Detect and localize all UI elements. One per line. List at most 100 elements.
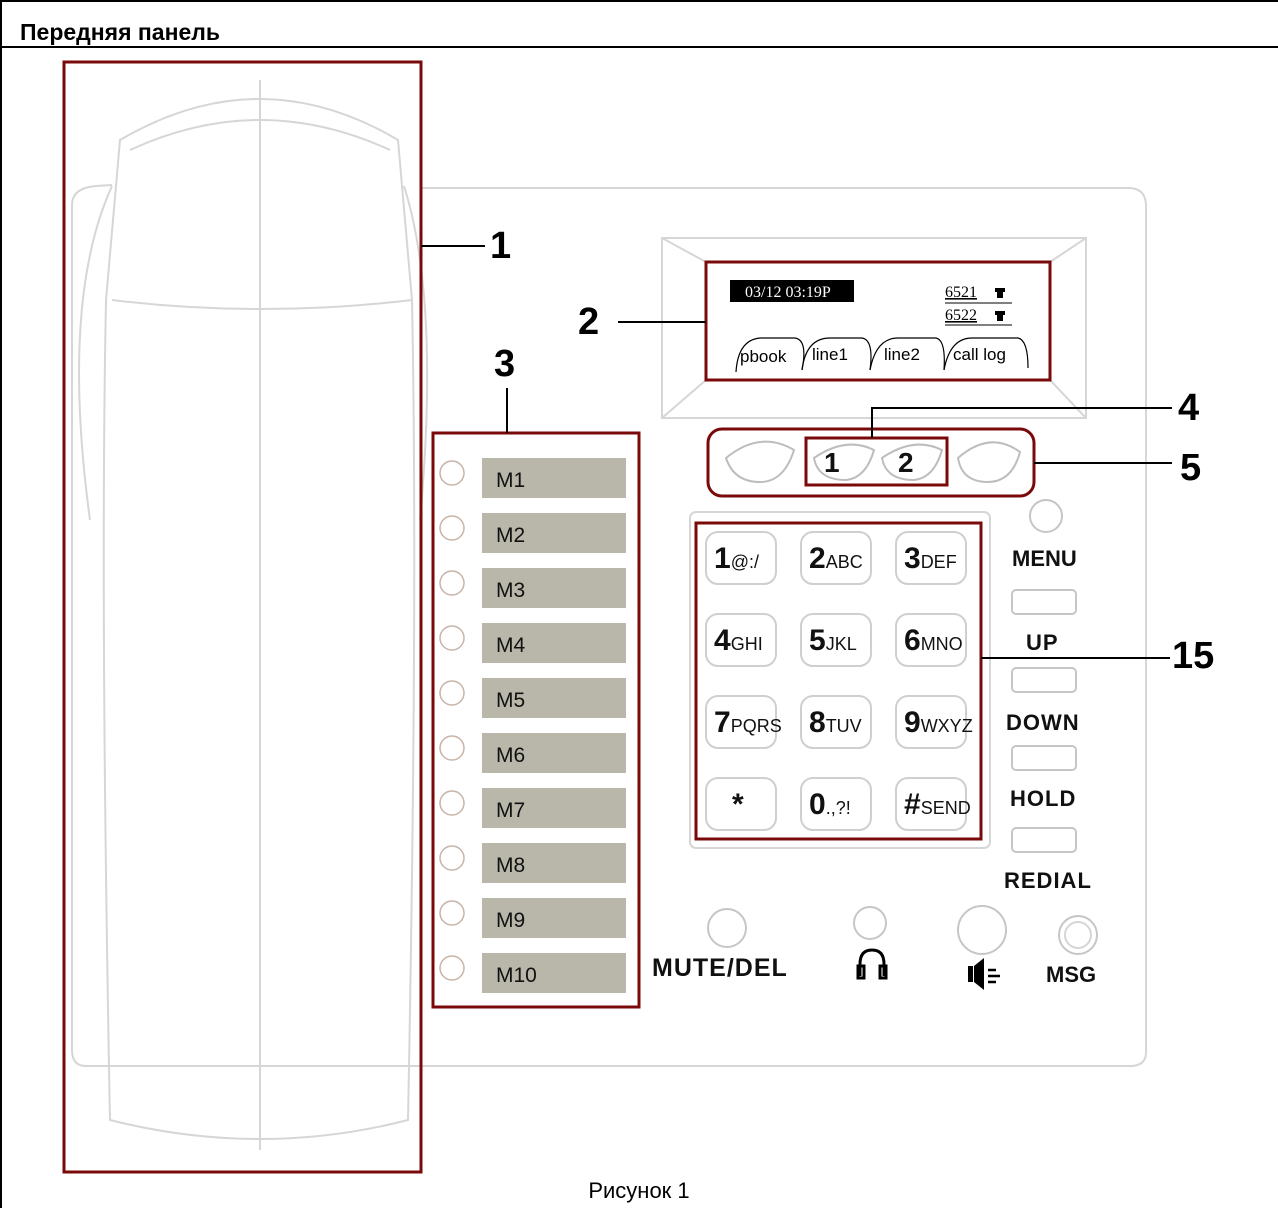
tab-line2[interactable]: line2 [884, 345, 920, 364]
keypad-key[interactable] [705, 531, 777, 585]
display-bezel [661, 237, 1087, 419]
redial-button[interactable] [1011, 827, 1077, 853]
memory-key-led [439, 735, 465, 761]
highlight-keypad [694, 521, 983, 841]
keypad-key-label: 2ABC [809, 542, 863, 575]
memory-key[interactable] [480, 621, 628, 665]
keypad-key-label: 9WXYZ [904, 706, 973, 739]
keypad-key[interactable] [800, 531, 872, 585]
callout-2: 2 [578, 301, 599, 343]
memory-key[interactable] [480, 786, 628, 830]
callout-1: 1 [490, 225, 511, 267]
keypad-key-label: 7PQRS [714, 706, 782, 739]
header-bar: Передняя панель [2, 2, 1278, 48]
line-key-1-label: 1 [824, 447, 840, 478]
memory-key-label: M5 [496, 689, 525, 712]
lcd-datetime: 03/12 03:19P [745, 284, 831, 301]
page-title: Передняя панель [20, 19, 221, 45]
msg-label: MSG [1046, 962, 1096, 987]
memory-key[interactable] [480, 511, 628, 555]
menu-label: MENU [1012, 546, 1077, 571]
memory-key-led [439, 515, 465, 541]
phone-icon [995, 288, 1005, 321]
memory-key-label: M9 [496, 909, 525, 932]
keypad-key[interactable] [705, 777, 777, 831]
tab-line1[interactable]: line1 [812, 345, 848, 364]
memory-key-label: M2 [496, 524, 525, 547]
keypad-key-label: 0.,?! [809, 788, 851, 821]
keypad-key-label: 4GHI [714, 624, 763, 657]
hold-button[interactable] [1011, 745, 1077, 771]
phone-diagram: 1 2 3 4 5 15 03/12 03:19P 6521 6522 pboo… [62, 60, 1214, 1174]
keypad-key-label: 1@:/ [714, 542, 759, 575]
speaker-button[interactable] [957, 905, 1007, 955]
leader-4 [871, 407, 1172, 438]
down-button[interactable] [1011, 667, 1077, 693]
memory-key[interactable] [480, 676, 628, 720]
soft-key-right[interactable] [956, 441, 1022, 484]
memory-key-led [439, 900, 465, 926]
memory-key-label: M1 [496, 469, 525, 492]
headset-button[interactable] [853, 906, 887, 940]
keypad-key[interactable] [800, 695, 872, 749]
memory-key-led [439, 955, 465, 981]
memory-key[interactable] [480, 731, 628, 775]
lcd-line-2: 6522 [945, 307, 977, 324]
menu-button[interactable] [1029, 499, 1063, 533]
up-label: UP [1026, 630, 1059, 655]
keypad-key[interactable] [705, 695, 777, 749]
line-key-1[interactable] [812, 443, 876, 482]
memory-key-led [439, 845, 465, 871]
mute-del-label: MUTE/DEL [652, 954, 788, 982]
lcd-datetime-bg [730, 280, 854, 302]
highlight-handset [62, 60, 423, 1174]
tab-pbook[interactable]: pbook [740, 347, 787, 366]
memory-key[interactable] [480, 566, 628, 610]
keypad-key[interactable] [705, 613, 777, 667]
speaker-icon [968, 958, 1000, 990]
hold-label: HOLD [1010, 786, 1076, 811]
tab-call-log[interactable]: call log [953, 345, 1006, 364]
keypad-key-label: * [732, 788, 744, 821]
callout-15: 15 [1172, 635, 1214, 677]
headset-icon [856, 948, 888, 980]
memory-key[interactable] [480, 841, 628, 885]
line-key-2-label: 2 [898, 447, 914, 478]
memory-key[interactable] [480, 951, 628, 995]
keypad-key[interactable] [895, 777, 967, 831]
line-key-2[interactable] [880, 443, 944, 482]
up-button[interactable] [1011, 589, 1077, 615]
memory-key-label: M7 [496, 799, 525, 822]
memory-key-led [439, 460, 465, 486]
keypad-key[interactable] [800, 613, 872, 667]
figure-caption: Рисунок 1 [588, 1178, 690, 1203]
keypad-key[interactable] [800, 777, 872, 831]
soft-key-left[interactable] [724, 440, 796, 484]
memory-key-label: M4 [496, 634, 525, 657]
memory-key-label: M10 [496, 964, 537, 987]
memory-key-led [439, 625, 465, 651]
highlight-line-key-pair [804, 436, 949, 487]
mute-del-button[interactable] [707, 908, 747, 948]
keypad-key[interactable] [895, 695, 967, 749]
highlight-memory-keys [431, 431, 641, 1009]
memory-key-label: M6 [496, 744, 525, 767]
keypad-key-label: 3DEF [904, 542, 957, 575]
keypad-key-label: 8TUV [809, 706, 862, 739]
memory-key[interactable] [480, 456, 628, 500]
callout-3: 3 [494, 343, 515, 385]
keypad-key[interactable] [895, 531, 967, 585]
memory-key-label: M8 [496, 854, 525, 877]
redial-label: REDIAL [1004, 868, 1092, 893]
keypad: 1@:/ 2ABC 3DEF 4GHI 5JKL 6MNO 7PQRS 8TUV 9WXYZ * 0… [705, 531, 973, 831]
keypad-key[interactable] [895, 613, 967, 667]
memory-key[interactable] [480, 896, 628, 940]
memory-key-led [439, 790, 465, 816]
handset-outline [102, 98, 416, 1140]
down-label: DOWN [1006, 710, 1080, 735]
keypad-key-label: 6MNO [904, 624, 963, 657]
memory-key-led [439, 680, 465, 706]
keypad-key-label: 5JKL [809, 624, 857, 657]
